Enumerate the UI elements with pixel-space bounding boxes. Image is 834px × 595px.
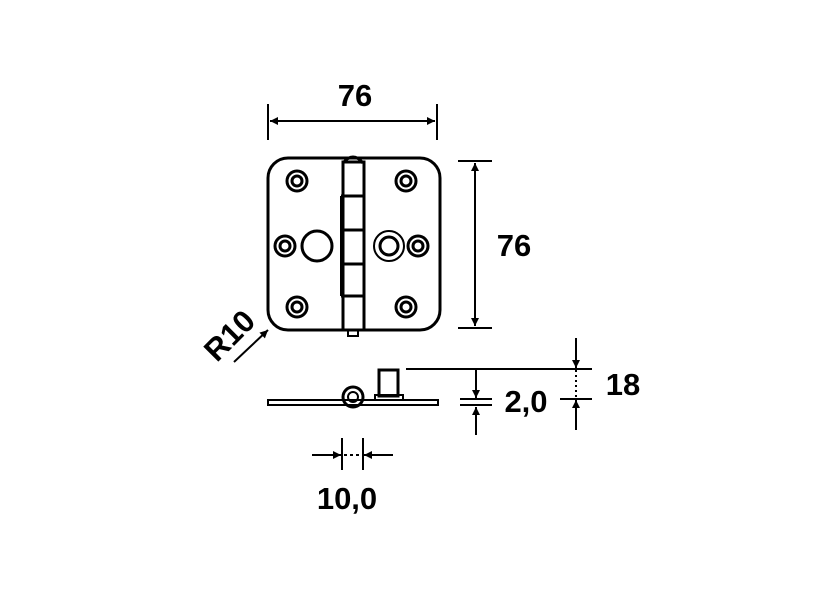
radius-dimension: R10: [197, 303, 269, 368]
width-label: 76: [338, 78, 372, 113]
knuckle-label: 10,0: [317, 481, 377, 516]
knuckle-dimension: 10,0: [312, 438, 393, 516]
thickness-dimension: 2,0: [406, 368, 592, 435]
total-height-label: 18: [606, 367, 640, 402]
height-dimension: 76: [458, 160, 531, 329]
height-label: 76: [497, 228, 531, 263]
hinge-side-view: [267, 368, 439, 409]
total-height-dimension: 18: [560, 338, 640, 430]
width-dimension: 76: [267, 78, 438, 140]
screw-holes: [273, 169, 430, 319]
countersunk-hole: [373, 230, 405, 262]
pin-hole: [300, 229, 334, 263]
hinge-front-view: [266, 155, 442, 337]
thickness-label: 2,0: [504, 384, 547, 419]
radius-label: R10: [197, 303, 262, 368]
